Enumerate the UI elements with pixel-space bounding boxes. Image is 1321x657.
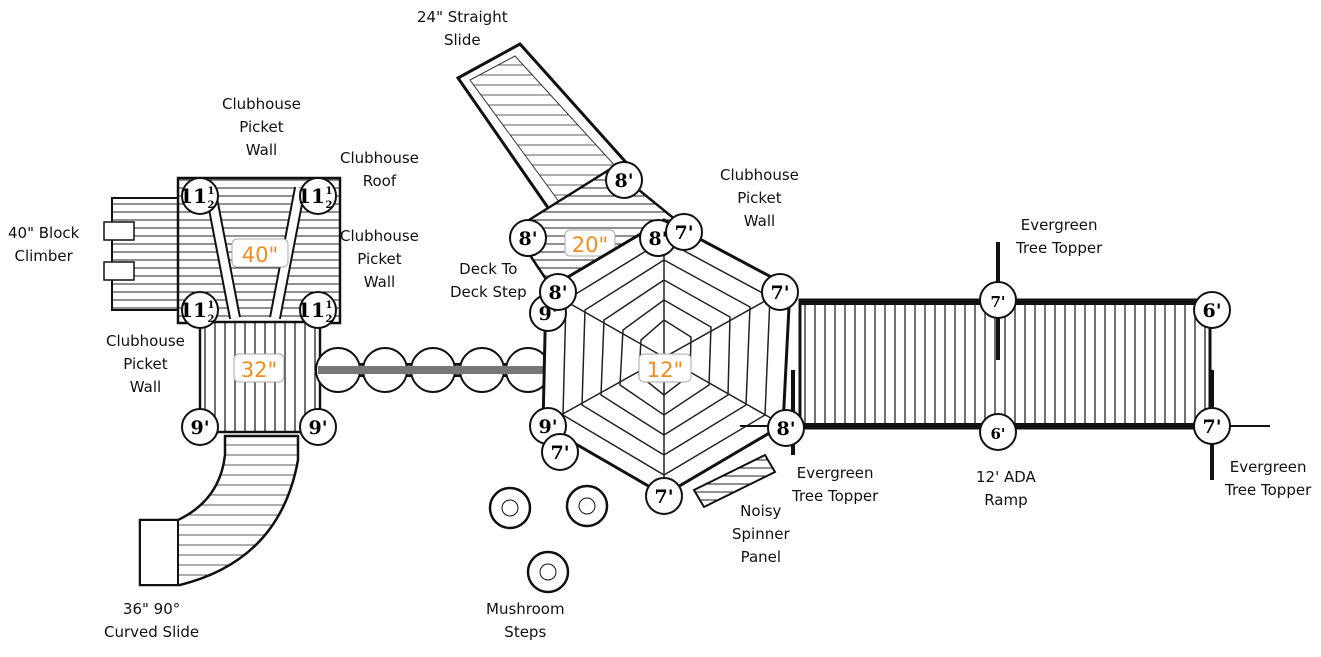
- mushroom-steps: [488, 484, 609, 594]
- post-8-slide-right: 8': [605, 161, 643, 199]
- post-7-hex-bottom-left: 7': [541, 433, 579, 471]
- upper-deck-height-label: 20": [572, 233, 608, 257]
- svg-text:11: 11: [297, 298, 325, 322]
- post-11half-bottom-left: 11 1 2: [179, 291, 219, 329]
- svg-text:6': 6': [1202, 300, 1221, 322]
- svg-text:9': 9': [190, 417, 209, 439]
- svg-text:2: 2: [326, 200, 333, 211]
- bridge: [315, 347, 551, 393]
- svg-text:9': 9': [308, 417, 327, 439]
- post-11half-bottom-right: 11 1 2: [297, 291, 337, 329]
- post-9-lower-right: 9': [299, 408, 337, 446]
- svg-text:7': 7': [674, 222, 693, 244]
- svg-text:6': 6': [990, 425, 1005, 443]
- lower-deck-height-label: 32": [241, 358, 277, 382]
- svg-text:2: 2: [208, 314, 215, 325]
- svg-text:1: 1: [326, 186, 333, 197]
- post-ramp-bottom-mid: 6': [979, 413, 1017, 451]
- block-climber: [103, 197, 183, 311]
- post-8-upper-left: 8': [509, 219, 547, 257]
- svg-text:11: 11: [179, 184, 207, 208]
- ada-ramp: [740, 298, 1270, 430]
- clubhouse-height-label: 40": [242, 243, 278, 267]
- svg-text:1: 1: [208, 300, 215, 311]
- post-ramp-top-mid: 7': [979, 281, 1017, 319]
- post-7-hex-bottom: 7': [645, 477, 683, 515]
- post-6-ramp-end: 6': [1193, 291, 1231, 329]
- svg-text:1: 1: [326, 300, 333, 311]
- svg-text:11: 11: [297, 184, 325, 208]
- svg-text:7': 7': [1202, 416, 1221, 438]
- svg-text:7': 7': [654, 486, 673, 508]
- svg-text:7': 7': [770, 282, 789, 304]
- svg-text:8': 8': [614, 170, 633, 192]
- post-7-hex-right: 7': [761, 273, 799, 311]
- post-7-hex-top: 7': [665, 213, 703, 251]
- curved-slide: [138, 434, 300, 587]
- svg-text:8': 8': [776, 418, 795, 440]
- svg-text:8': 8': [518, 228, 537, 250]
- svg-text:7': 7': [990, 293, 1005, 311]
- post-heights: 11 1 2 11 1 2 11 1 2 11 1 2 9': [179, 161, 1231, 515]
- svg-text:7': 7': [550, 442, 569, 464]
- svg-text:11: 11: [179, 298, 207, 322]
- spinner-panel: [692, 453, 777, 509]
- svg-text:8': 8': [548, 282, 567, 304]
- hex-deck-height-label: 12": [647, 358, 683, 382]
- svg-text:2: 2: [326, 314, 333, 325]
- svg-text:1: 1: [208, 186, 215, 197]
- post-11half-top-right: 11 1 2: [297, 177, 337, 215]
- post-7-ramp-end: 7': [1193, 407, 1231, 445]
- post-8-step: 8': [539, 273, 577, 311]
- lower-deck: 32": [198, 320, 322, 434]
- post-8-hex-right: 8': [767, 409, 805, 447]
- post-11half-top-left: 11 1 2: [179, 177, 219, 215]
- svg-text:8': 8': [648, 228, 667, 250]
- svg-text:9': 9': [538, 416, 557, 438]
- post-9-lower-left: 9': [181, 408, 219, 446]
- label-curved-slide: 36" 90°Curved Slide: [104, 600, 200, 641]
- svg-text:2: 2: [208, 200, 215, 211]
